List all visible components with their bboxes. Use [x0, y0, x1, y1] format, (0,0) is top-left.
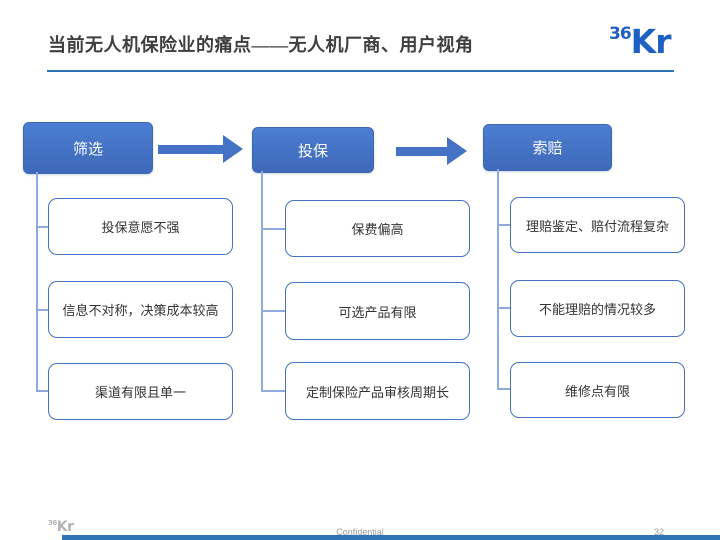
arrow-head: [223, 135, 243, 163]
flow-arrow-icon: [396, 137, 467, 165]
pain-point-box: 不能理赔的情况较多: [510, 280, 685, 337]
connector-line: [497, 224, 510, 226]
flow-step-label: 投保: [297, 142, 328, 160]
pain-point-box: 渠道有限且单一: [48, 363, 233, 420]
pain-point-label: 不能理赔的情况较多: [538, 302, 656, 317]
connector-line: [36, 309, 48, 311]
pain-point-box: 理赔鉴定、赔付流程复杂: [510, 197, 685, 253]
flow-step-label: 索赔: [532, 140, 563, 157]
flow-step-label: 筛选: [72, 140, 103, 158]
flow-step-insure: 投保: [252, 127, 374, 173]
pain-point-box: 可选产品有限: [285, 282, 470, 340]
connector-line: [497, 388, 510, 390]
36kr-footer-logo: 36Kr: [48, 516, 74, 535]
logo-kr-text: Kr: [630, 22, 672, 61]
pain-point-label: 保费偏高: [351, 222, 404, 237]
page-title: 当前无人机保险业的痛点——无人机厂商、用户视角: [48, 35, 474, 55]
pain-point-label: 信息不对称，决策成本较高: [62, 303, 219, 318]
pain-point-box: 投保意愿不强: [48, 198, 233, 255]
arrow-head: [447, 137, 467, 165]
logo-36-text: 36: [609, 24, 632, 44]
connector-line: [261, 228, 285, 230]
connector-line: [261, 310, 285, 312]
page-number: 32: [653, 527, 664, 537]
connector-line: [261, 390, 285, 392]
pain-point-label: 理赔鉴定、赔付流程复杂: [525, 218, 669, 234]
arrow-shaft: [396, 147, 448, 156]
pain-point-label: 投保意愿不强: [101, 220, 180, 235]
connector-line: [497, 307, 510, 309]
connector-line: [497, 169, 499, 390]
flow-arrow-icon: [158, 135, 243, 163]
logo-36-text: 36: [48, 519, 57, 527]
pain-point-box: 保费偏高: [285, 200, 470, 257]
confidential-label: Confidential: [336, 527, 384, 537]
connector-line: [36, 226, 48, 228]
flow-step-claim: 索赔: [483, 124, 612, 171]
flow-step-screening: 筛选: [23, 122, 153, 174]
pain-point-box: 维修点有限: [510, 362, 685, 418]
pain-point-box: 定制保险产品审核周期长: [285, 362, 470, 420]
connector-line: [261, 171, 263, 392]
pain-point-box: 信息不对称，决策成本较高: [48, 281, 233, 338]
title-divider: [47, 70, 674, 72]
pain-point-label: 渠道有限且单一: [94, 385, 186, 400]
connector-line: [36, 172, 38, 392]
pain-point-label: 维修点有限: [564, 383, 630, 399]
arrow-shaft: [158, 145, 224, 154]
pain-point-label: 定制保险产品审核周期长: [305, 384, 449, 400]
connector-line: [36, 390, 48, 392]
pain-point-label: 可选产品有限: [338, 304, 417, 320]
logo-kr-text: Kr: [56, 519, 74, 535]
36kr-logo: 36Kr: [609, 22, 672, 61]
footer-accent-bar: [62, 535, 720, 540]
